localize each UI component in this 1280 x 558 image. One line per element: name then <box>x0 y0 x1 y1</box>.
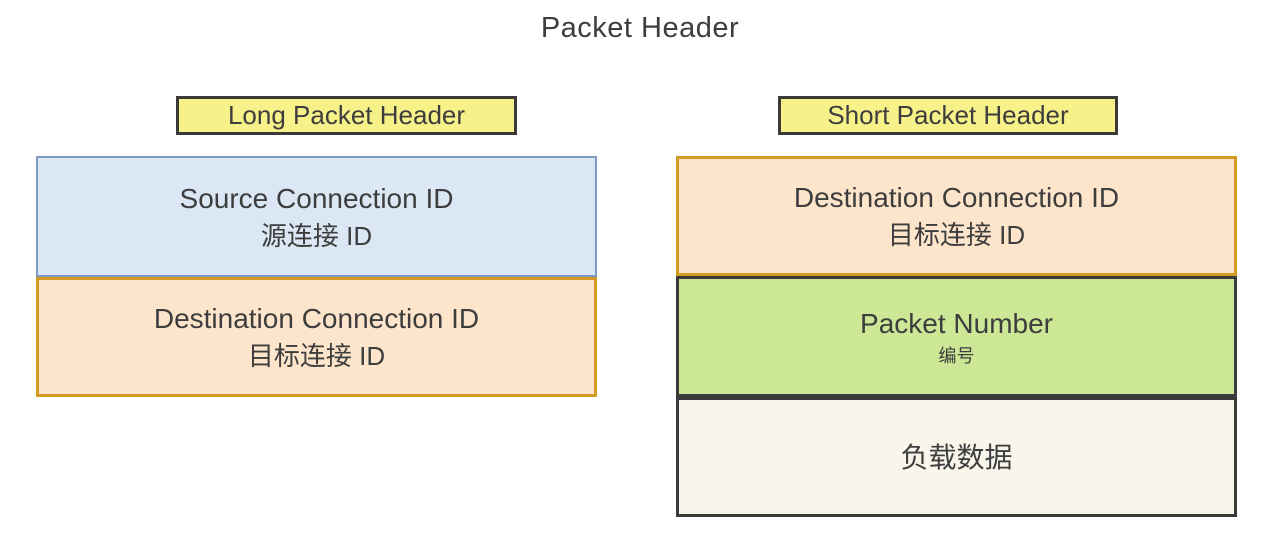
field-source-connection-id-en: Source Connection ID <box>179 182 454 214</box>
field-destination-connection-id-short-en: Destination Connection ID <box>793 182 1120 214</box>
short-packet-header-label: Short Packet Header <box>778 96 1118 135</box>
field-packet-number-zh: 编号 <box>938 345 975 366</box>
long-packet-header-label: Long Packet Header <box>176 96 517 135</box>
diagram-title: Packet Header <box>540 12 740 44</box>
field-destination-connection-id-long: Destination Connection ID 目标连接 ID <box>36 277 597 397</box>
field-destination-connection-id-short: Destination Connection ID 目标连接 ID <box>676 156 1237 276</box>
field-destination-connection-id-long-zh: 目标连接 ID <box>247 341 386 372</box>
field-destination-connection-id-short-zh: 目标连接 ID <box>887 220 1026 251</box>
field-destination-connection-id-long-en: Destination Connection ID <box>153 303 480 335</box>
field-packet-number-en: Packet Number <box>860 307 1053 339</box>
field-packet-number: Packet Number 编号 <box>676 276 1237 397</box>
field-source-connection-id: Source Connection ID 源连接 ID <box>36 156 597 277</box>
field-source-connection-id-zh: 源连接 ID <box>260 220 373 251</box>
field-payload-data: 负载数据 <box>676 397 1237 517</box>
field-payload-data-zh: 负载数据 <box>900 441 1013 473</box>
